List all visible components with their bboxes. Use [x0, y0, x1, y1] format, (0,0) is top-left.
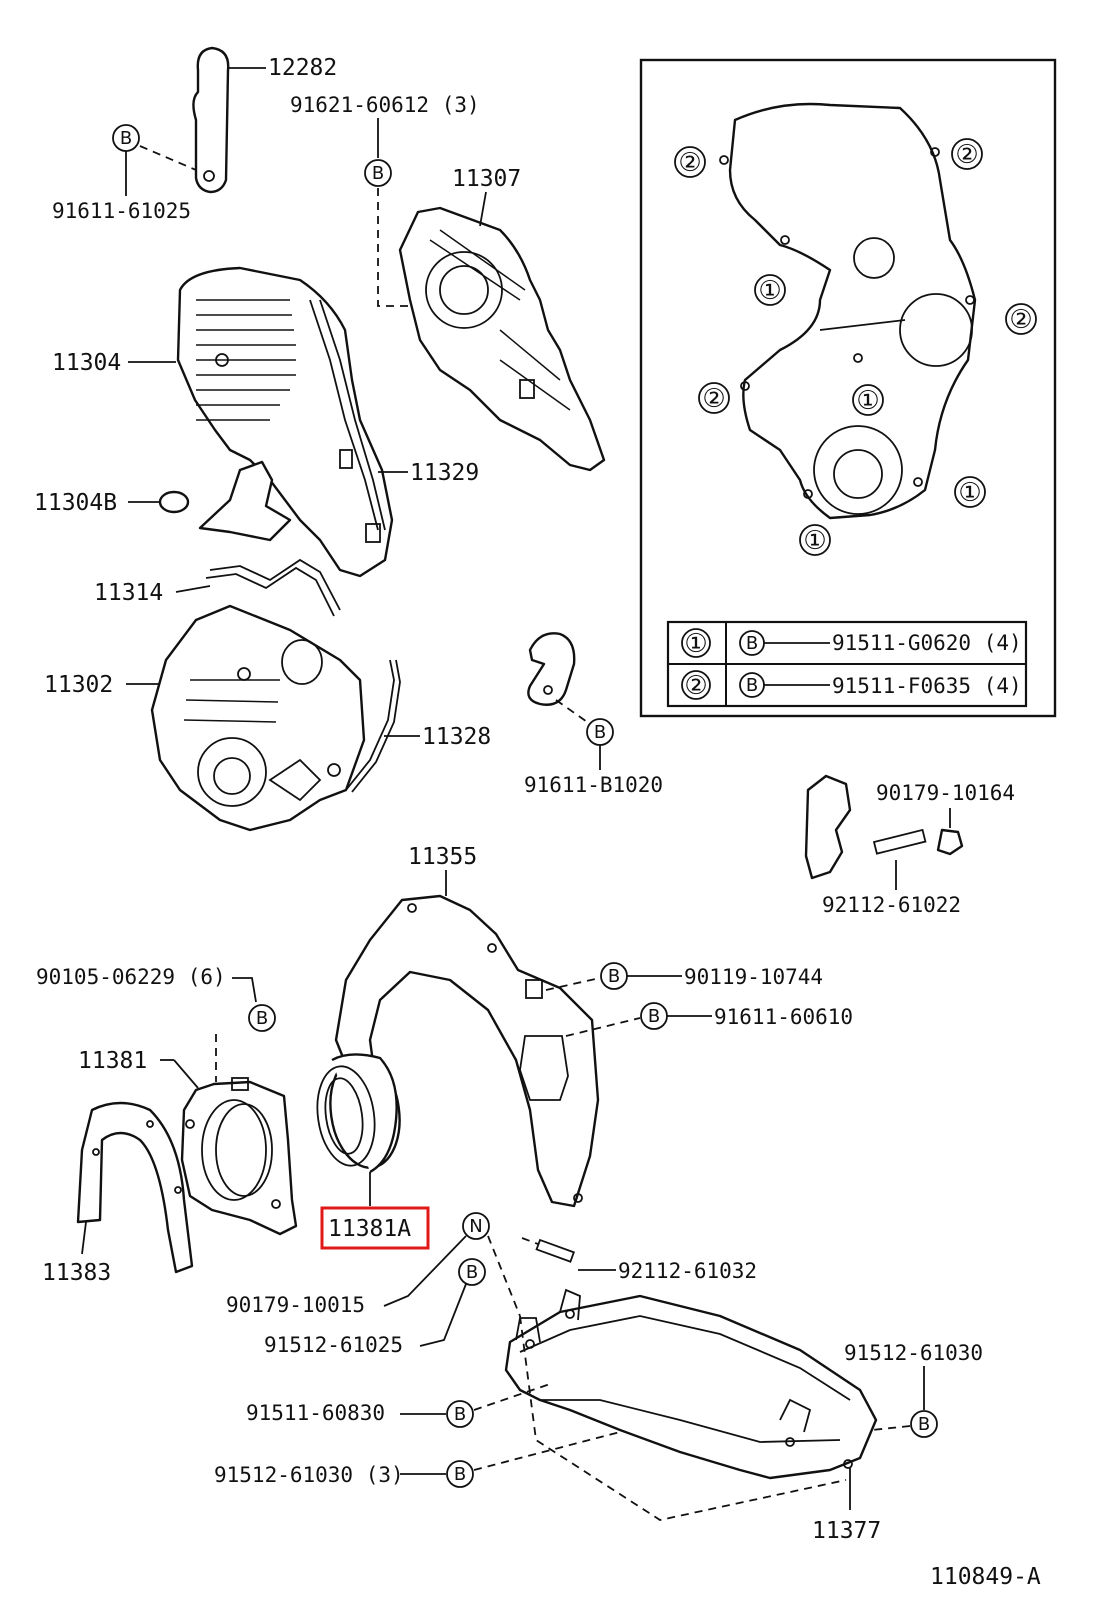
- label-91611-61025: 91611-61025: [52, 199, 191, 223]
- cover-plug-11304B: 11304B: [34, 460, 292, 542]
- label-91611-60610: 91611-60610: [714, 1005, 853, 1029]
- seal-gasket-11383: 11383: [42, 1101, 194, 1286]
- bolt-legend-table: ① B 91511-G0620 (4) ② B 91511-F0635 (4): [666, 620, 1028, 708]
- bolt-pattern-inset: ② ② ① ② ② ① ① ①: [639, 58, 1057, 718]
- nut-90179-10015: N 90179-10015: [226, 1212, 521, 1317]
- legend-part-2: 91511-F0635 (4): [832, 674, 1022, 698]
- marker-2-top-left: ②: [674, 146, 706, 178]
- label-91611-B1020: 91611-B1020: [524, 773, 663, 797]
- bolt-90119-10744: B 90119-10744: [545, 962, 823, 991]
- label-90179-10164: 90179-10164: [876, 781, 1015, 805]
- label-11304: 11304: [52, 350, 121, 376]
- bolt-91621-60612: 91621-60612 (3) B: [290, 93, 480, 307]
- stud-92112-61032: 92112-61032: [521, 1237, 757, 1283]
- label-91621-60612: 91621-60612 (3): [290, 93, 480, 117]
- label-11381: 11381: [78, 1048, 147, 1074]
- label-11328: 11328: [422, 724, 491, 750]
- timing-cover-11302: 11302: [44, 604, 366, 832]
- label-11304B: 11304B: [34, 490, 117, 516]
- label-92112-61022: 92112-61022: [822, 893, 961, 917]
- label-91512-61030-x3: 91512-61030 (3): [214, 1463, 404, 1487]
- label-91512-61030-right: 91512-61030: [844, 1341, 983, 1365]
- legend-num-1: ①: [684, 629, 707, 659]
- seal-retainer-11381: 11381: [78, 1048, 298, 1236]
- svg-text:②: ②: [678, 148, 701, 178]
- svg-text:B: B: [466, 1262, 478, 1283]
- gasket-11328: 11328: [345, 659, 491, 793]
- timing-belt-cover-11304: 11304 11329: [52, 266, 479, 578]
- label-11355: 11355: [408, 844, 477, 870]
- label-11314: 11314: [94, 580, 163, 606]
- marker-1-bottom: ①: [799, 524, 831, 556]
- label-90105-06229: 90105-06229 (6): [36, 965, 226, 989]
- marker-2-right: ②: [1005, 303, 1037, 335]
- label-12282: 12282: [268, 55, 337, 81]
- svg-text:②: ②: [1009, 305, 1032, 335]
- marker-2-lower-left: ②: [698, 382, 730, 414]
- label-11307: 11307: [452, 166, 521, 192]
- svg-text:B: B: [256, 1008, 268, 1029]
- legend-bolt-1: B: [746, 633, 758, 654]
- bolt-90105-06229: 90105-06229 (6) B: [36, 965, 276, 1082]
- label-11381A: 11381A: [328, 1216, 411, 1242]
- svg-text:B: B: [454, 1464, 466, 1485]
- label-90179-10015: 90179-10015: [226, 1293, 365, 1317]
- bolt-91511-60830: 91511-60830 B: [246, 1383, 551, 1428]
- legend-part-1: 91511-G0620 (4): [832, 631, 1022, 655]
- svg-text:②: ②: [955, 140, 978, 170]
- label-92112-61032: 92112-61032: [618, 1259, 757, 1283]
- legend-bolt-2: B: [746, 675, 758, 696]
- label-11329: 11329: [410, 460, 479, 486]
- svg-text:②: ②: [702, 384, 725, 414]
- svg-text:①: ①: [803, 526, 826, 556]
- svg-text:①: ①: [758, 276, 781, 306]
- oil-seal-11381A: 11381A: [316, 1053, 430, 1250]
- label-90119-10744: 90119-10744: [684, 965, 823, 989]
- svg-text:B: B: [372, 163, 384, 184]
- label-91511-60830: 91511-60830: [246, 1401, 385, 1425]
- svg-text:B: B: [120, 128, 132, 149]
- bolt-91611-60610: B 91611-60610: [565, 1002, 853, 1037]
- gasket-11314: 11314: [94, 558, 341, 617]
- marker-1-center: ①: [852, 384, 884, 416]
- engine-hanger-12282: 12282: [192, 46, 337, 194]
- label-91512-61025: 91512-61025: [264, 1333, 403, 1357]
- svg-text:B: B: [594, 722, 606, 743]
- engine-hanger-91611-B1020: B 91611-B1020: [524, 632, 663, 797]
- bolt-91512-61030-right: 91512-61030 B: [844, 1341, 983, 1438]
- svg-text:B: B: [608, 966, 620, 987]
- marker-2-top-right: ②: [951, 138, 983, 170]
- marker-1-left: ①: [754, 274, 786, 306]
- diagram-id: 110849-A: [930, 1564, 1041, 1590]
- timing-belt-cover-11307: 11307: [398, 166, 606, 472]
- svg-text:①: ①: [958, 478, 981, 508]
- bolt-91611-61025: B 91611-61025: [52, 124, 197, 223]
- legend-num-2: ②: [684, 671, 707, 701]
- marker-1-right: ①: [954, 476, 986, 508]
- svg-text:N: N: [469, 1216, 482, 1237]
- svg-text:B: B: [918, 1414, 930, 1435]
- stiffener-plate-11377: 11377: [504, 1288, 881, 1544]
- bolt-91512-61025: B 91512-61025: [264, 1258, 486, 1357]
- engine-hanger-stud-assembly: 90179-10164 92112-61022: [804, 774, 1015, 917]
- svg-text:B: B: [454, 1404, 466, 1425]
- bolt-91512-61030-x3: 91512-61030 (3) B: [214, 1431, 621, 1488]
- label-11377: 11377: [812, 1518, 881, 1544]
- svg-text:①: ①: [856, 386, 879, 416]
- highlight-box-11381A: [320, 1206, 430, 1250]
- svg-text:B: B: [648, 1006, 660, 1027]
- label-11302: 11302: [44, 672, 113, 698]
- label-11383: 11383: [42, 1260, 111, 1286]
